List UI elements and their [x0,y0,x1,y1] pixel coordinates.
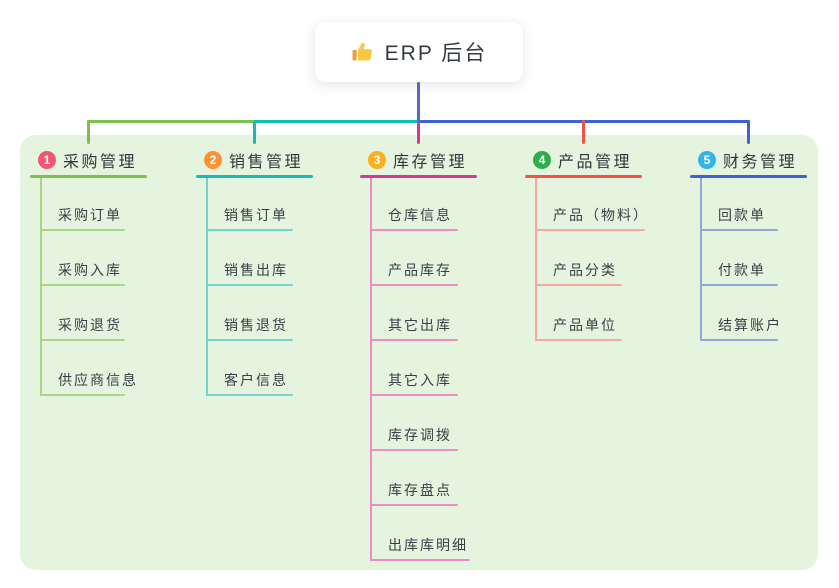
child-node[interactable]: 库存盘点 [388,482,452,498]
child-node[interactable]: 供应商信息 [58,372,138,388]
badge-number-4: 4 [533,151,551,169]
thumbs-up-icon [351,40,375,64]
branch-node-inventory[interactable]: 3 库存管理 [368,148,467,172]
child-node[interactable]: 出库库明细 [388,537,468,553]
root-label: ERP 后台 [384,42,488,65]
child-node[interactable]: 其它出库 [388,317,452,333]
branch-underline [360,175,477,178]
connector-stub-branch3 [417,123,420,144]
child-node[interactable]: 仓库信息 [388,207,452,223]
child-node[interactable]: 库存调拨 [388,427,452,443]
children-connector-line [535,178,537,341]
child-node[interactable]: 客户信息 [224,372,288,388]
connector-horizontal-teal [254,120,418,123]
child-underline [206,284,293,286]
child-node[interactable]: 产品（物料） [553,207,649,223]
child-underline [535,339,622,341]
root-node[interactable]: ERP 后台 [315,22,523,82]
child-node[interactable]: 采购退货 [58,317,122,333]
child-underline [370,394,458,396]
child-underline [370,559,470,561]
child-node[interactable]: 采购订单 [58,207,122,223]
branch-title: 产品管理 [558,154,633,171]
child-node[interactable]: 销售退货 [224,317,288,333]
child-underline [370,449,458,451]
child-underline [206,229,293,231]
branch-title: 库存管理 [393,154,468,171]
child-node[interactable]: 付款单 [718,262,766,278]
board-background [20,135,818,570]
child-node[interactable]: 产品分类 [553,262,617,278]
connector-stub-branch1 [87,120,90,144]
child-underline [370,339,458,341]
child-underline [40,229,125,231]
child-node[interactable]: 销售出库 [224,262,288,278]
children-connector-line [370,178,372,561]
child-underline [40,339,125,341]
branch-title: 财务管理 [723,154,798,171]
child-underline [370,229,458,231]
branch-node-finance[interactable]: 5 财务管理 [698,148,797,172]
child-underline [535,229,645,231]
branch-underline [30,175,147,178]
connector-stub-branch4 [582,120,585,144]
branch-title: 采购管理 [63,154,138,171]
child-underline [370,284,458,286]
branch-node-purchase[interactable]: 1 采购管理 [38,148,137,172]
connector-stub-branch5 [747,120,750,144]
child-node[interactable]: 销售订单 [224,207,288,223]
badge-number-1: 1 [38,151,56,169]
child-node[interactable]: 其它入库 [388,372,452,388]
child-underline [370,504,458,506]
branch-node-product[interactable]: 4 产品管理 [533,148,632,172]
branch-underline [525,175,642,178]
branch-node-sales[interactable]: 2 销售管理 [204,148,303,172]
connector-horizontal-green [87,120,254,123]
children-connector-line [206,178,208,396]
branch-title: 销售管理 [229,154,304,171]
child-underline [40,394,125,396]
child-underline [206,339,293,341]
child-node[interactable]: 结算账户 [718,317,782,333]
child-node[interactable]: 产品单位 [553,317,617,333]
connector-root-drop [417,82,420,124]
badge-number-5: 5 [698,151,716,169]
branch-underline [690,175,807,178]
child-node[interactable]: 产品库存 [388,262,452,278]
children-connector-line [40,178,42,396]
badge-number-2: 2 [204,151,222,169]
connector-stub-branch2 [253,120,256,144]
child-underline [700,339,778,341]
children-connector-line [700,178,702,341]
child-underline [700,284,778,286]
child-underline [206,394,293,396]
badge-number-3: 3 [368,151,386,169]
child-underline [535,284,622,286]
child-underline [700,229,778,231]
branch-underline [196,175,313,178]
child-underline [40,284,125,286]
child-node[interactable]: 回款单 [718,207,766,223]
child-node[interactable]: 采购入库 [58,262,122,278]
